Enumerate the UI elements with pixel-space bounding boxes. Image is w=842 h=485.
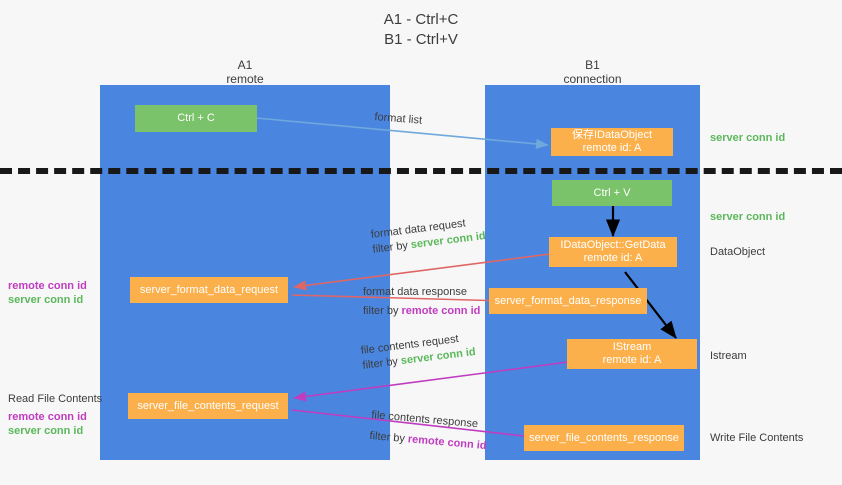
wire-format-list: [255, 117, 549, 149]
node-file-req-label: server_file_contents_request: [137, 399, 279, 412]
phase-divider: [0, 168, 842, 174]
edge-fmt-resp-key: remote conn id: [401, 305, 481, 317]
node-istream-line1: IStream: [612, 341, 652, 353]
title-line-1: A1 - Ctrl+C: [383, 11, 459, 28]
wire-file-contents-request: [293, 361, 569, 402]
node-ctrl-c[interactable]: Ctrl + C: [135, 105, 257, 132]
node-ctrl-v-label: Ctrl + V: [593, 186, 631, 199]
label-remote-conn-id-2: remote conn id: [8, 411, 87, 423]
node-server-format-data-request[interactable]: server_format_data_request: [130, 277, 288, 303]
node-save-idataobject-line2: remote id: A: [582, 142, 642, 154]
lane-b1-sub: connection: [563, 72, 622, 86]
edge-fmt-resp-line2: filter by remote conn id: [363, 304, 480, 319]
lane-header-b1: B1 connection: [485, 58, 700, 86]
node-getdata-line2: remote id: A: [583, 252, 643, 264]
page-title: A1 - Ctrl+C B1 - Ctrl+V: [0, 10, 842, 50]
lane-header-a1: A1 remote: [100, 58, 390, 86]
wire-file-contents-response: [291, 409, 543, 442]
node-getdata-line1: IDataObject::GetData: [560, 239, 666, 251]
lane-b1-name: B1: [585, 58, 600, 72]
label-server-conn-id-2: server conn id: [710, 211, 786, 223]
edge-file-resp-prefix: filter by: [369, 429, 409, 446]
node-server-format-data-response[interactable]: server_format_data_response: [489, 288, 647, 314]
node-save-idataobject[interactable]: 保存IDataObject remote id: A: [551, 128, 673, 156]
node-idataobject-getdata[interactable]: IDataObject::GetData remote id: A: [549, 237, 677, 267]
wire-format-data-response: [291, 294, 507, 306]
label-write-file-contents: Write File Contents: [710, 432, 804, 444]
label-remote-conn-id-1: remote conn id: [8, 280, 87, 292]
wire-format-data-request: [293, 253, 551, 291]
node-ctrl-v[interactable]: Ctrl + V: [552, 180, 672, 206]
node-istream[interactable]: IStream remote id: A: [567, 339, 697, 369]
node-ctrl-c-label: Ctrl + C: [177, 112, 215, 124]
lane-a1-name: A1: [237, 58, 253, 72]
node-save-idataobject-line1: 保存IDataObject: [571, 129, 653, 141]
node-istream-line2: remote id: A: [602, 354, 662, 366]
lane-a1-sub: remote: [226, 72, 264, 86]
node-file-resp-label: server_file_contents_response: [529, 431, 679, 444]
label-dataobject: DataObject: [710, 246, 766, 258]
edge-fmt-resp-line1: format data response: [363, 286, 467, 298]
node-fmt-resp-label: server_format_data_response: [494, 294, 642, 307]
wire-getdata-istream: [624, 271, 677, 339]
node-fmt-req-label: server_format_data_request: [139, 283, 279, 296]
edge-fmt-resp-prefix: filter by: [363, 305, 402, 317]
label-istream: Istream: [710, 350, 747, 362]
title-line-2: B1 - Ctrl+V: [384, 31, 458, 48]
node-server-file-contents-request[interactable]: server_file_contents_request: [128, 393, 288, 419]
edge-file-req-prefix: filter by: [361, 355, 402, 372]
edge-fmt-req-prefix: filter by: [371, 239, 412, 256]
edge-label-format-data-response: format data response filter by remote co…: [363, 285, 480, 319]
label-server-conn-id-left-1: server conn id: [8, 294, 84, 306]
label-read-file-contents: Read File Contents: [8, 393, 103, 405]
node-server-file-contents-response[interactable]: server_file_contents_response: [524, 425, 684, 451]
label-server-conn-id-1: server conn id: [710, 132, 786, 144]
label-server-conn-id-left-2: server conn id: [8, 425, 84, 437]
